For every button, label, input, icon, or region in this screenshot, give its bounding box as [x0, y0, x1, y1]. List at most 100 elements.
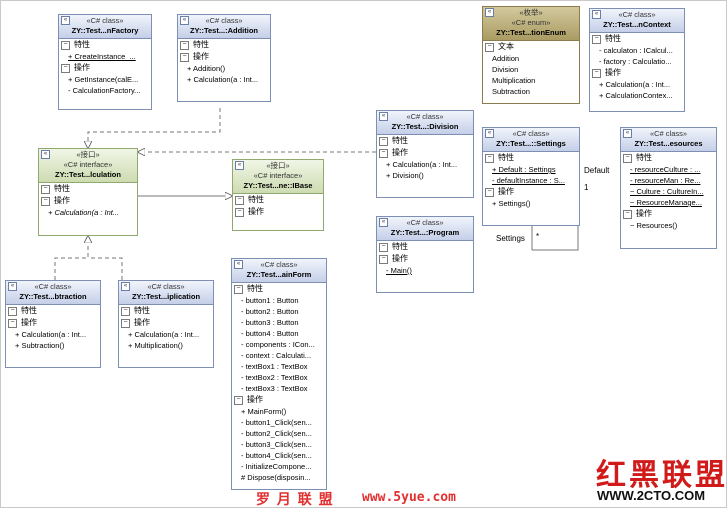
attribute-item[interactable]: - button4 : Button [241, 329, 299, 338]
operation-item[interactable]: - Main() [386, 266, 412, 275]
class-settings[interactable]: « «C# class» ZY::Test...::Settings −特性 +… [482, 127, 580, 226]
attribute-item[interactable]: - calculaton : ICalcul... [599, 46, 673, 55]
operation-item[interactable]: + MainForm() [241, 407, 287, 416]
collapse-icon[interactable]: « [180, 16, 189, 25]
enum-value[interactable]: Multiplication [492, 76, 536, 85]
attribute-item[interactable]: - textBox1 : TextBox [241, 362, 308, 371]
operation-item[interactable]: - CalculationFactory... [68, 86, 141, 95]
collapse-toggle-icon[interactable]: − [41, 184, 50, 194]
attributes-section[interactable]: −特性 [483, 152, 579, 164]
operation-item[interactable]: - button2_Click(sen... [241, 429, 312, 438]
class-addition[interactable]: « «C# class» ZY::Test...:Addition −特性 −操… [177, 14, 271, 102]
operation-item[interactable]: + Multiplication() [128, 341, 183, 350]
collapse-icon[interactable]: « [485, 129, 494, 138]
attribute-item[interactable]: - factory : Calculatio... [599, 57, 672, 66]
operation-item[interactable]: + Calculation(a : Int... [128, 330, 200, 339]
attributes-section[interactable]: −特性 [178, 39, 270, 51]
operation-item[interactable]: + Settings() [492, 199, 531, 208]
operation-item[interactable]: + Calculation(a : Int... [386, 160, 458, 169]
operation-item[interactable]: - button3_Click(sen... [241, 440, 312, 449]
class-division[interactable]: « «C# class» ZY::Test...:Division −特性 −操… [376, 110, 474, 198]
collapse-toggle-icon[interactable]: − [234, 284, 243, 294]
attribute-item[interactable]: - textBox2 : TextBox [241, 373, 308, 382]
collapse-toggle-icon[interactable]: − [235, 207, 244, 217]
operations-section[interactable]: −操作 [119, 317, 213, 329]
operation-item[interactable]: + Subtraction() [15, 341, 65, 350]
attribute-item[interactable]: + Default : Settings [492, 165, 556, 174]
collapse-toggle-icon[interactable]: − [592, 34, 601, 44]
attribute-item[interactable]: ~ ResourceManage... [630, 198, 702, 207]
operations-section[interactable]: −操作 [233, 206, 323, 218]
attribute-item[interactable]: - components : ICon... [241, 340, 315, 349]
collapse-toggle-icon[interactable]: − [121, 318, 130, 328]
operation-item[interactable]: # Dispose(disposin... [241, 473, 311, 482]
collapse-toggle-icon[interactable]: − [592, 68, 601, 78]
operations-section[interactable]: −操作 [6, 317, 100, 329]
enum-value[interactable]: Addition [492, 54, 520, 63]
collapse-toggle-icon[interactable]: − [485, 187, 494, 197]
attributes-section[interactable]: −特性 [232, 283, 326, 295]
collapse-toggle-icon[interactable]: − [235, 195, 244, 205]
collapse-toggle-icon[interactable]: − [623, 153, 632, 163]
operation-item[interactable]: - InitializeCompone... [241, 462, 312, 471]
values-section[interactable]: −文本 [483, 41, 579, 53]
operation-item[interactable]: + Calculation(a : Int... [187, 75, 259, 84]
attribute-item[interactable]: - textBox3 : TextBox [241, 384, 308, 393]
collapse-toggle-icon[interactable]: − [61, 40, 70, 50]
collapse-toggle-icon[interactable]: − [121, 306, 130, 316]
operation-item[interactable]: - button1_Click(sen... [241, 418, 312, 427]
attributes-section[interactable]: −特性 [377, 241, 473, 253]
attributes-section[interactable]: −特性 [6, 305, 100, 317]
collapse-icon[interactable]: « [41, 150, 50, 159]
attribute-item[interactable]: - button2 : Button [241, 307, 299, 316]
operation-item[interactable]: ~ Resources() [630, 221, 678, 230]
operation-item[interactable]: + Division() [386, 171, 424, 180]
collapse-toggle-icon[interactable]: − [180, 52, 189, 62]
class-resources[interactable]: « «C# class» ZY::Test...esources −特性 - r… [620, 127, 717, 249]
collapse-toggle-icon[interactable]: − [379, 242, 388, 252]
collapse-toggle-icon[interactable]: − [41, 196, 50, 206]
operations-section[interactable]: −操作 [232, 394, 326, 406]
collapse-icon[interactable]: « [8, 282, 17, 291]
collapse-toggle-icon[interactable]: − [623, 209, 632, 219]
operation-item[interactable]: - button4_Click(sen... [241, 451, 312, 460]
operation-item[interactable]: + CalculationContex... [599, 91, 673, 100]
collapse-toggle-icon[interactable]: − [180, 40, 189, 50]
interface-ibase[interactable]: « «接口» «C# interface» ZY::Test...ne::IBa… [232, 159, 324, 231]
attributes-section[interactable]: −特性 [39, 183, 137, 195]
attribute-item[interactable]: - defaultInstance : S... [492, 176, 565, 185]
class-calculation-factory[interactable]: « «C# class» ZY::Test...nFactory −特性 + C… [58, 14, 152, 110]
collapse-icon[interactable]: « [623, 129, 632, 138]
attribute-item[interactable]: - context : Calculati... [241, 351, 312, 360]
attribute-item[interactable]: + CreateInstance_... [68, 52, 136, 61]
operations-section[interactable]: −操作 [59, 62, 151, 74]
enum-value[interactable]: Division [492, 65, 519, 74]
attributes-section[interactable]: −特性 [621, 152, 716, 164]
operations-section[interactable]: −操作 [39, 195, 137, 207]
collapse-icon[interactable]: « [485, 8, 494, 17]
collapse-toggle-icon[interactable]: − [379, 254, 388, 264]
collapse-toggle-icon[interactable]: − [485, 153, 494, 163]
collapse-toggle-icon[interactable]: − [379, 148, 388, 158]
operations-section[interactable]: −操作 [377, 253, 473, 265]
attributes-section[interactable]: −特性 [377, 135, 473, 147]
attribute-item[interactable]: - button1 : Button [241, 296, 299, 305]
collapse-toggle-icon[interactable]: − [8, 318, 17, 328]
attributes-section[interactable]: −特性 [590, 33, 684, 45]
operations-section[interactable]: −操作 [590, 67, 684, 79]
enum-value[interactable]: Subtraction [492, 87, 530, 96]
operations-section[interactable]: −操作 [377, 147, 473, 159]
attribute-item[interactable]: - button3 : Button [241, 318, 299, 327]
attribute-item[interactable]: - resourceCulture : ... [630, 165, 701, 174]
collapse-toggle-icon[interactable]: − [379, 136, 388, 146]
class-calculation-context[interactable]: « «C# class» ZY::Test...nContext −特性 - c… [589, 8, 685, 112]
collapse-icon[interactable]: « [379, 218, 388, 227]
collapse-icon[interactable]: « [235, 161, 244, 170]
class-program[interactable]: « «C# class» ZY::Test...:Program −特性 −操作… [376, 216, 474, 293]
operations-section[interactable]: −操作 [483, 186, 579, 198]
collapse-icon[interactable]: « [61, 16, 70, 25]
attributes-section[interactable]: −特性 [233, 194, 323, 206]
class-multiplication[interactable]: « «C# class» ZY::Test...iplication −特性 −… [118, 280, 214, 368]
collapse-toggle-icon[interactable]: − [485, 42, 494, 52]
operation-item[interactable]: + Calculation(a : Int... [15, 330, 87, 339]
